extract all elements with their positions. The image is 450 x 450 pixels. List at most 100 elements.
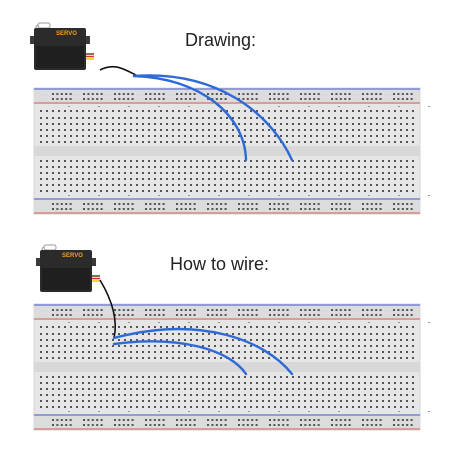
hole [40, 172, 42, 174]
servo-label: SERVO [62, 253, 83, 259]
hole [46, 406, 48, 408]
hole [82, 190, 84, 192]
hole [400, 382, 402, 384]
hole [331, 208, 333, 210]
hole [70, 339, 72, 341]
hole [202, 326, 204, 328]
hole [352, 178, 354, 180]
hole [317, 424, 320, 426]
hole [52, 424, 54, 426]
hole [190, 135, 192, 137]
hole [136, 400, 138, 402]
hole [136, 326, 138, 328]
hole [322, 190, 324, 192]
hole [158, 98, 161, 100]
hole [366, 309, 369, 311]
hole [268, 345, 270, 347]
hole [162, 314, 165, 316]
hole [124, 339, 126, 341]
hole [118, 160, 120, 162]
hole [118, 351, 120, 353]
hole [190, 394, 192, 396]
hole [382, 376, 384, 378]
hole [298, 376, 300, 378]
hole [322, 166, 324, 168]
hole [83, 203, 85, 205]
hole [136, 135, 138, 137]
hole [224, 419, 227, 421]
hole [339, 314, 342, 316]
hole [193, 93, 196, 95]
hole [145, 93, 147, 95]
hole [166, 351, 168, 353]
hole [166, 117, 168, 119]
hole [244, 123, 246, 125]
hole [375, 314, 378, 316]
hole [412, 388, 414, 390]
hole [70, 351, 72, 353]
hole [334, 406, 336, 408]
hole [224, 424, 227, 426]
hole [124, 376, 126, 378]
hole [64, 117, 66, 119]
hole [124, 388, 126, 390]
hole [313, 208, 316, 210]
hole [226, 388, 228, 390]
hole [346, 110, 348, 112]
hole [184, 190, 186, 192]
hole [346, 160, 348, 162]
hole [406, 326, 408, 328]
blue-wire [132, 74, 294, 162]
hole [250, 166, 252, 168]
hole [316, 172, 318, 174]
hole [242, 93, 245, 95]
hole [370, 178, 372, 180]
hole [269, 208, 271, 210]
hole [52, 190, 54, 192]
hole [364, 339, 366, 341]
hole [154, 394, 156, 396]
hole [46, 123, 48, 125]
hole [153, 203, 156, 205]
hole [232, 345, 234, 347]
hole [274, 406, 276, 408]
hole [339, 208, 342, 210]
hole [94, 135, 96, 137]
hole [184, 172, 186, 174]
hole [208, 400, 210, 402]
hole [52, 135, 54, 137]
hole [382, 117, 384, 119]
hole [334, 394, 336, 396]
hole [46, 184, 48, 186]
hole [118, 98, 121, 100]
hole [346, 178, 348, 180]
servo-horn-arm [43, 244, 57, 251]
hole [87, 424, 90, 426]
hole [250, 123, 252, 125]
hole [178, 326, 180, 328]
hole [172, 388, 174, 390]
hole [124, 160, 126, 162]
hole [331, 419, 333, 421]
hole [286, 406, 288, 408]
hole [366, 203, 369, 205]
hole [400, 135, 402, 137]
hole [370, 406, 372, 408]
hole [298, 351, 300, 353]
hole [358, 394, 360, 396]
hole [250, 382, 252, 384]
hole [184, 419, 187, 421]
hole [172, 172, 174, 174]
hole [58, 160, 60, 162]
hole [202, 351, 204, 353]
hole [118, 203, 121, 205]
column-mark [158, 195, 160, 196]
hole [313, 424, 316, 426]
hole [148, 184, 150, 186]
hole [277, 424, 280, 426]
hole [339, 419, 342, 421]
hole [162, 93, 165, 95]
hole [106, 135, 108, 137]
hole [244, 117, 246, 119]
hole [100, 123, 102, 125]
